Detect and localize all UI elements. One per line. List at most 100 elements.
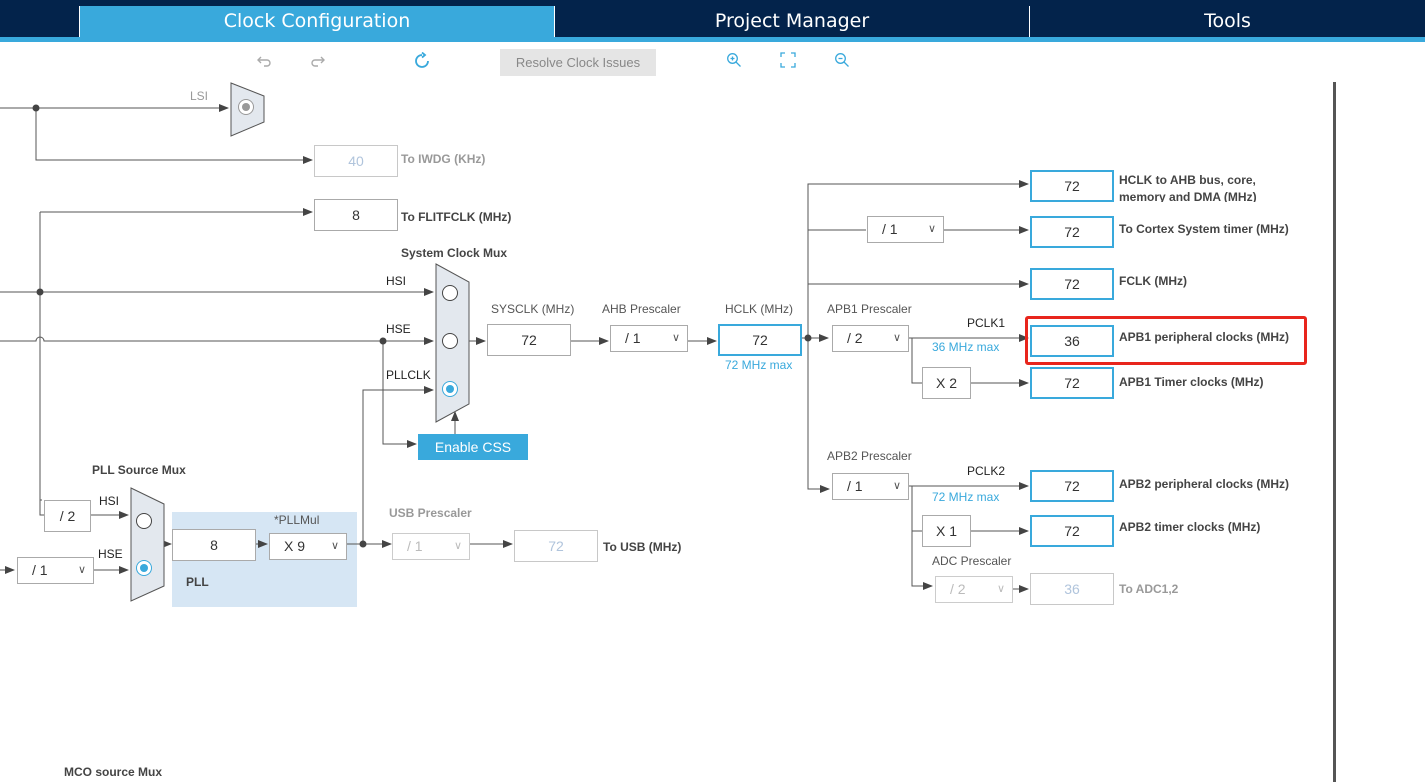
ahb-prescaler-label: AHB Prescaler	[602, 302, 681, 316]
refresh-icon[interactable]	[411, 51, 433, 74]
highlight-rectangle	[1025, 316, 1307, 365]
usb-prescaler-value: / 1	[407, 538, 423, 554]
hclk-ahb-label-line2: memory and DMA (MHz)	[1119, 190, 1257, 202]
apb2-peripheral-label: APB2 peripheral clocks (MHz)	[1119, 477, 1290, 491]
adc-prescaler-select[interactable]: / 2 ∨	[935, 576, 1013, 603]
redo-icon[interactable]	[307, 52, 329, 74]
apb2-max-label: 72 MHz max	[932, 490, 1000, 504]
apb2-prescaler-value: / 1	[847, 478, 863, 494]
pclk1-label: PCLK1	[967, 316, 1006, 330]
usb-value-field[interactable]: 72	[514, 530, 598, 562]
chevron-down-icon: ∨	[330, 540, 339, 552]
ahb-prescaler-select[interactable]: / 1 ∨	[610, 325, 688, 352]
apb1-peripheral-label: APB1 peripheral clocks (MHz)	[1119, 330, 1290, 344]
zoom-in-icon[interactable]	[723, 52, 745, 74]
cortex-divider-value: / 1	[882, 221, 898, 237]
system-clock-mux-title: System Clock Mux	[401, 246, 508, 260]
chevron-down-icon: ∨	[77, 564, 86, 576]
tab-tools[interactable]: Tools	[1029, 6, 1425, 37]
chevron-down-icon: ∨	[996, 583, 1005, 595]
apb1-max-label: 36 MHz max	[932, 340, 1000, 354]
apb1-timer-label: APB1 Timer clocks (MHz)	[1119, 375, 1264, 389]
apb1-peripheral-value-field[interactable]: 36	[1030, 325, 1114, 357]
apb2-timer-multiplier: X 1	[922, 515, 971, 547]
top-tab-bar: Clock Configuration Project Manager Tool…	[0, 0, 1425, 42]
hclk-value-field[interactable]: 72	[718, 324, 802, 356]
chevron-down-icon: ∨	[927, 223, 936, 235]
chevron-down-icon: ∨	[453, 540, 462, 552]
hclk-label: HCLK (MHz)	[725, 302, 793, 316]
chevron-down-icon: ∨	[892, 480, 901, 492]
hclk-ahb-label-line1: HCLK to AHB bus, core,	[1119, 173, 1256, 187]
hclk-max-label: 72 MHz max	[725, 358, 793, 372]
hclk-ahb-label-block: HCLK to AHB bus, core, memory and DMA (M…	[1119, 172, 1319, 202]
sys-mux-hsi-label: HSI	[386, 274, 407, 288]
sys-mux-pllclk-label: PLLCLK	[386, 368, 431, 382]
pclk2-label: PCLK2	[967, 464, 1006, 478]
flitfclk-value-field[interactable]: 8	[314, 199, 398, 231]
adc-value-field[interactable]: 36	[1030, 573, 1114, 605]
sys-mux-hse-label: HSE	[386, 322, 411, 336]
pll-src-hse-radio[interactable]	[136, 560, 152, 576]
pllmul-label: *PLLMul	[274, 513, 320, 527]
hse-prediv-select[interactable]: / 1 ∨	[17, 557, 94, 584]
lsi-radio[interactable]	[238, 99, 254, 115]
pll-input-value-field[interactable]: 8	[172, 529, 256, 561]
cortex-timer-label: To Cortex System timer (MHz)	[1119, 222, 1289, 236]
apb1-timer-value-field[interactable]: 72	[1030, 367, 1114, 399]
cortex-divider-select[interactable]: / 1 ∨	[867, 216, 944, 243]
pllmul-value: X 9	[284, 538, 306, 554]
cortex-timer-value-field[interactable]: 72	[1030, 216, 1114, 248]
hclk-ahb-value-field[interactable]: 72	[1030, 170, 1114, 202]
pll-source-mux-title: PLL Source Mux	[92, 463, 186, 477]
apb1-prescaler-label: APB1 Prescaler	[827, 302, 912, 316]
pll-label: PLL	[186, 575, 209, 589]
apb1-prescaler-value: / 2	[847, 330, 863, 346]
iwdg-value-field[interactable]: 40	[314, 145, 398, 177]
flitfclk-label: To FLITFCLK (MHz)	[401, 210, 512, 224]
apb1-prescaler-select[interactable]: / 2 ∨	[832, 325, 909, 352]
pllmul-select[interactable]: X 9 ∨	[269, 533, 347, 560]
chevron-down-icon: ∨	[892, 332, 901, 344]
adc-prescaler-label: ADC Prescaler	[932, 554, 1012, 568]
tab-project-manager[interactable]: Project Manager	[554, 6, 1029, 37]
enable-css-button[interactable]: Enable CSS	[418, 434, 528, 460]
pll-source-mux-shape	[130, 487, 165, 602]
fclk-value-field[interactable]: 72	[1030, 268, 1114, 300]
chevron-down-icon: ∨	[671, 332, 680, 344]
iwdg-label: To IWDG (KHz)	[401, 152, 486, 166]
sys-mux-pllclk-radio[interactable]	[442, 381, 458, 397]
tab-clock-configuration[interactable]: Clock Configuration	[79, 6, 554, 37]
fclk-label: FCLK (MHz)	[1119, 274, 1187, 288]
apb2-prescaler-label: APB2 Prescaler	[827, 449, 912, 463]
fit-screen-icon[interactable]	[777, 52, 799, 74]
hsi-div2-box: / 2	[44, 500, 91, 532]
mco-source-mux-title: MCO source Mux	[64, 765, 163, 779]
usb-prescaler-select[interactable]: / 1 ∨	[392, 533, 470, 560]
zoom-out-icon[interactable]	[831, 52, 853, 74]
apb1-timer-multiplier: X 2	[922, 367, 971, 399]
sys-mux-hsi-radio[interactable]	[442, 285, 458, 301]
apb2-timer-label: APB2 timer clocks (MHz)	[1119, 520, 1261, 534]
lsi-label: LSI	[190, 89, 209, 103]
apb2-peripheral-value-field[interactable]: 72	[1030, 470, 1114, 502]
sys-mux-hse-radio[interactable]	[442, 333, 458, 349]
pll-src-hsi-label: HSI	[99, 494, 120, 508]
apb2-timer-value-field[interactable]: 72	[1030, 515, 1114, 547]
resolve-clock-issues-button[interactable]: Resolve Clock Issues	[500, 49, 656, 76]
undo-icon[interactable]	[253, 52, 275, 74]
panel-divider[interactable]	[1333, 82, 1336, 782]
sysclk-value-field[interactable]: 72	[487, 324, 571, 356]
pll-src-hse-label: HSE	[98, 547, 123, 561]
usb-prescaler-label: USB Prescaler	[389, 506, 472, 520]
adc-output-label: To ADC1,2	[1119, 582, 1179, 596]
sysclk-label: SYSCLK (MHz)	[491, 302, 575, 316]
tab-underline	[0, 37, 1425, 42]
ahb-prescaler-value: / 1	[625, 330, 641, 346]
usb-output-label: To USB (MHz)	[603, 540, 682, 554]
pll-src-hsi-radio[interactable]	[136, 513, 152, 529]
adc-prescaler-value: / 2	[950, 581, 966, 597]
apb2-prescaler-select[interactable]: / 1 ∨	[832, 473, 909, 500]
hse-prediv-value: / 1	[32, 562, 48, 578]
